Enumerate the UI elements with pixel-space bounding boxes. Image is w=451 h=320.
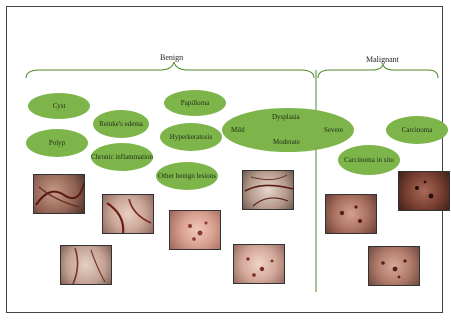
malignant-label: Malignant: [366, 55, 399, 64]
image-carcinoma: [398, 171, 450, 211]
benign-label: Benign: [160, 53, 183, 62]
dysplasia-moderate: Moderate: [273, 138, 300, 146]
bubble-hyperkeratosis: Hyperkeratosis: [160, 123, 222, 151]
image-cyst: [33, 174, 85, 214]
bubble-reinkes-edema: Reinke's edema: [93, 110, 149, 138]
bubble-other-benign-lesions: Other benign lesions: [156, 162, 218, 190]
image-reinkes-edema: [102, 194, 154, 234]
image-polyp: [60, 245, 112, 285]
benign-bracket: [26, 62, 314, 78]
bubble-carcinoma-in-situ: Carcinoma in situ: [338, 145, 400, 175]
dysplasia-severe: Severe: [324, 126, 343, 134]
image-severe-dysplasia: [325, 194, 377, 234]
dysplasia-mild: Mild: [231, 126, 245, 134]
bubble-papilloma: Papilloma: [164, 90, 226, 116]
malignant-bracket: [318, 64, 438, 78]
bubble-polyp: Polyp: [26, 129, 88, 157]
image-other-benign: [242, 170, 294, 210]
image-papilloma: [169, 210, 221, 250]
bubble-cyst: Cyst: [28, 93, 90, 119]
image-dysplasia: [233, 244, 285, 284]
image-carcinoma-in-situ: [368, 246, 420, 286]
bubble-carcinoma: Carcinoma: [386, 116, 448, 144]
bubble-chronic-inflammation: Chronic inflammation: [91, 143, 153, 171]
dysplasia-title: Dysplasia: [272, 113, 300, 121]
